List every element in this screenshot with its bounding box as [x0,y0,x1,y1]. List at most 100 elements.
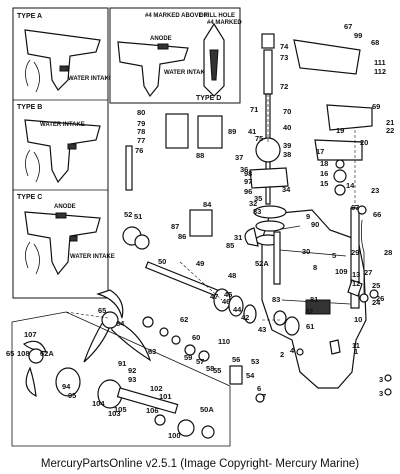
part-label-81: 81 [310,295,318,304]
part-label-64: 64 [116,319,125,328]
part-label-46: 46 [222,297,230,306]
inset-type-abc-panel: TYPE A TYPE B TYPE C WATER INTAKE WATER … [12,7,115,299]
part-label-60: 60 [192,333,200,342]
part-label-25: 25 [372,281,380,290]
part-label-73: 73 [280,53,288,62]
part-label-91: 91 [118,359,126,368]
part-label-35: 35 [254,194,262,203]
part-label-42: 42 [241,313,249,322]
part-label-62a: 62A [40,349,54,358]
part-label-19: 19 [336,126,344,135]
part-label-82: 82 [305,307,313,316]
part-label-50: 50 [158,257,166,266]
part-label-30: 30 [302,247,310,256]
part-label-72: 72 [280,82,288,91]
part-labels: 1 2 3 3 4 5 6 7 8 9 10 11 12 13 14 15 16… [6,22,394,440]
water-pump-and-upper-parts [165,113,289,246]
part-label-57: 57 [196,357,204,366]
part-label-87: 87 [171,222,179,231]
part-label-8: 8 [313,263,317,272]
type-c-title: TYPE C [17,194,42,201]
part-label-104: 104 [92,399,105,408]
part-label-9: 9 [306,212,310,221]
part-label-31: 31 [234,233,242,242]
part-label-17: 17 [316,147,324,156]
part-label-14: 14 [346,181,355,190]
part-label-20: 20 [360,138,368,147]
part-label-55: 55 [213,366,221,375]
part-label-109: 109 [335,267,348,276]
part-label-95: 95 [68,391,76,400]
part-label-69: 69 [372,102,380,111]
part-label-6: 6 [257,384,261,393]
image-caption: MercuryPartsOnline v2.5.1 (Image Copyrig… [40,458,360,470]
part-label-41: 41 [248,127,256,136]
part-label-71: 71 [250,105,258,114]
part-label-43: 43 [258,325,266,334]
part-label-80: 80 [137,108,145,117]
part-label-28: 28 [384,248,392,257]
part-label-108: 108 [17,349,30,358]
part-label-40: 40 [283,123,291,132]
part-label-1: 1 [354,347,358,356]
part-label-15: 15 [320,179,328,188]
part-label-13: 13 [352,270,360,279]
part-label-53: 53 [251,357,259,366]
type-a-title: TYPE A [17,13,42,20]
part-label-12: 12 [352,279,360,288]
part-label-76: 76 [135,146,143,155]
part-label-94: 94 [62,382,71,391]
part-label-18: 18 [320,159,328,168]
part-label-3b: 3 [379,389,383,398]
part-label-61: 61 [306,322,314,331]
part-label-86: 86 [178,232,186,241]
part-label-70: 70 [283,107,291,116]
part-label-63: 63 [148,347,156,356]
part-label-105: 105 [114,405,127,414]
gearcase-housing [261,209,367,389]
propeller-main [83,289,210,363]
type-d-title: TYPE D [196,95,221,102]
part-label-98: 98 [244,169,252,178]
leader-lines [65,94,356,321]
part-label-39: 39 [283,141,291,150]
type-c-anode: ANODE [54,204,76,210]
part-label-65b: 65 [6,349,14,358]
part-label-2: 2 [280,350,284,359]
propeller-inset-panel [11,311,231,447]
part-label-3a: 3 [379,375,383,384]
part-label-51: 51 [134,212,142,221]
part-label-66: 66 [373,210,381,219]
part-label-29: 29 [351,248,359,257]
type-b-title: TYPE B [17,104,42,111]
part-label-65: 65 [98,306,106,315]
part-label-24: 24 [372,298,381,307]
inset-type-d-panel: #4 MARKED ABOVE FILL HOLE OR #4 MARKED A… [109,7,242,104]
part-label-54: 54 [246,371,255,380]
part-label-99: 99 [354,31,362,40]
part-label-11: 11 [352,341,360,350]
part-label-16: 16 [320,169,328,178]
part-label-79: 79 [137,119,145,128]
part-label-62: 62 [180,315,188,324]
type-c-water-intake: WATER INTAKE [70,254,115,260]
part-label-112: 112 [374,67,386,76]
part-label-5: 5 [332,251,336,260]
part-label-88: 88 [196,151,204,160]
part-label-111: 111 [374,58,386,67]
part-label-59: 59 [184,353,192,362]
part-label-67b: 67 [351,203,359,212]
type-a-water-intake: WATER INTAKE [68,76,113,82]
part-label-48: 48 [228,271,236,280]
part-label-97: 97 [244,177,252,186]
part-label-44: 44 [233,305,242,314]
part-label-83: 83 [272,295,280,304]
part-label-7: 7 [262,392,266,401]
part-label-37: 37 [235,153,243,162]
part-label-100: 100 [168,431,181,440]
part-label-103: 103 [108,409,121,418]
part-label-68: 68 [371,38,379,47]
part-label-106: 106 [146,406,159,415]
part-label-22: 22 [386,126,394,135]
